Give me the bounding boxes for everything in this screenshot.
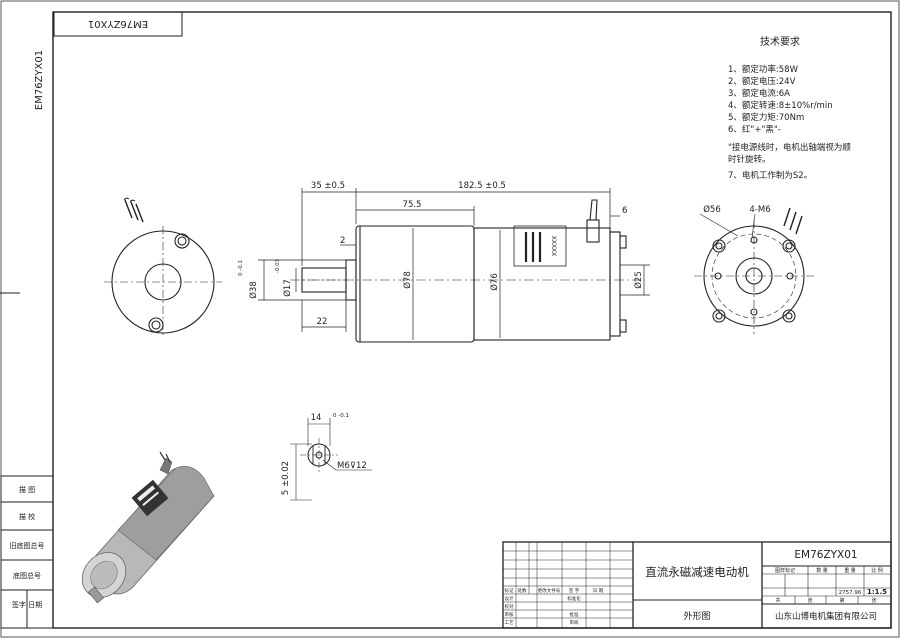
tech-item-3: 3、额定电流:6A xyxy=(728,88,790,99)
dim-22: 22 xyxy=(317,317,328,327)
sign-11: 批准 xyxy=(570,611,579,618)
label-code: XXXXX xyxy=(550,236,557,257)
dim-182: 182.5 ±0.5 xyxy=(458,181,506,191)
scale-value: 1:1.5 xyxy=(867,588,887,596)
shaft-detail xyxy=(290,418,372,501)
sign-5: 日 期 xyxy=(593,588,604,594)
tech-item-5: 5、额定力矩:70Nm xyxy=(728,112,804,123)
sign-6: 设计 xyxy=(505,595,514,602)
strip-row-3: 旧底图总号 xyxy=(10,541,45,550)
dim-2: 2 xyxy=(340,236,345,246)
tech-title: 技术要求 xyxy=(760,35,800,48)
dim-75: 75.5 xyxy=(403,200,422,210)
tech-item-1: 1、额定功率:58W xyxy=(728,64,799,75)
dim-dia38-tol: 0 -0.1 xyxy=(238,260,244,276)
tech-item-7: "接电源线时，电机出轴端视为顺 xyxy=(728,142,851,153)
title-block xyxy=(502,541,892,629)
dimension-lines xyxy=(258,188,650,340)
sign-3: 更改文件号 xyxy=(538,587,561,594)
view-name: 外形图 xyxy=(683,610,710,622)
dim-6: 6 xyxy=(622,206,627,216)
dim-14-tol: 0 -0.1 xyxy=(333,413,349,419)
motor-side-view xyxy=(290,199,640,343)
tech-item-9: 7、电机工作制为S2。 xyxy=(728,170,812,181)
sign-9: 审核 xyxy=(505,611,514,618)
dim-5: 5 ±0.02 xyxy=(281,461,291,495)
drawing-number: EM76ZYX01 xyxy=(794,549,857,561)
col-header-1: 图样标记 xyxy=(775,567,795,574)
dim-14: 14 xyxy=(311,413,322,423)
col-header-4: 比 例 xyxy=(871,567,883,574)
col-header-3: 重 量 xyxy=(844,567,856,574)
dim-m6-depth: M6⊽12 xyxy=(337,461,367,471)
left-end-view xyxy=(104,197,222,338)
product-name: 直流永磁减速电动机 xyxy=(645,565,749,579)
sheet-2: 张 xyxy=(807,597,812,604)
dim-dia78: Ø78 xyxy=(402,271,413,289)
weight-value: 2757.96 xyxy=(839,590,862,596)
sign-4: 签 字 xyxy=(569,587,580,594)
tech-item-4: 4、额定转速:8±10%r/min xyxy=(728,100,833,111)
dim-dia17-tol: -0.03 xyxy=(275,258,281,273)
sign-8: 校对 xyxy=(505,603,514,610)
strip-row-2: 描 校 xyxy=(19,512,35,521)
company-name: 山东山博电机集团有限公司 xyxy=(775,611,877,622)
sign-7: 标准化 xyxy=(567,595,581,602)
drawing-number-box xyxy=(53,11,183,37)
dim-4m6: 4-M6 xyxy=(749,205,770,215)
tech-item-6: 6、红"+"黑"- xyxy=(728,124,781,135)
dim-dia17: Ø17 xyxy=(282,279,293,297)
sign-1: 标记 xyxy=(505,587,514,594)
sheet-4: 张 xyxy=(871,597,876,604)
motor-3d-illustration xyxy=(81,451,215,604)
col-header-2: 数 量 xyxy=(816,567,828,574)
tech-item-8: 时针旋转。 xyxy=(728,154,771,165)
sheet-1: 共 xyxy=(775,597,780,604)
right-end-view xyxy=(694,207,814,334)
dim-35: 35 ±0.5 xyxy=(311,181,345,191)
inner-frame xyxy=(52,11,892,629)
sign-10: 工艺 xyxy=(505,620,514,626)
tech-item-2: 2、额定电压:24V xyxy=(728,76,796,87)
dim-dia38: Ø38 xyxy=(248,281,259,299)
dim-dia56: Ø56 xyxy=(703,204,721,215)
strip-row-4: 底图总号 xyxy=(13,571,41,580)
sign-2: 处数 xyxy=(518,587,527,594)
drawing-number-inverted: EM76ZYX01 xyxy=(88,18,148,29)
tech-requirements: 技术要求 1、额定功率:58W 2、额定电压:24V 3、额定电流:6A 4、额… xyxy=(728,35,851,181)
left-signature-strip xyxy=(0,475,54,629)
dim-dia76: Ø76 xyxy=(489,273,500,291)
strip-row-5: 签字 日期 xyxy=(12,600,42,609)
sign-12: 审阅 xyxy=(570,619,579,626)
drawing-number-side: EM76ZYX01 xyxy=(34,50,45,110)
strip-row-1: 描 图 xyxy=(19,485,35,494)
sheet-3: 第 xyxy=(839,597,844,604)
dim-dia25: Ø25 xyxy=(633,271,644,289)
